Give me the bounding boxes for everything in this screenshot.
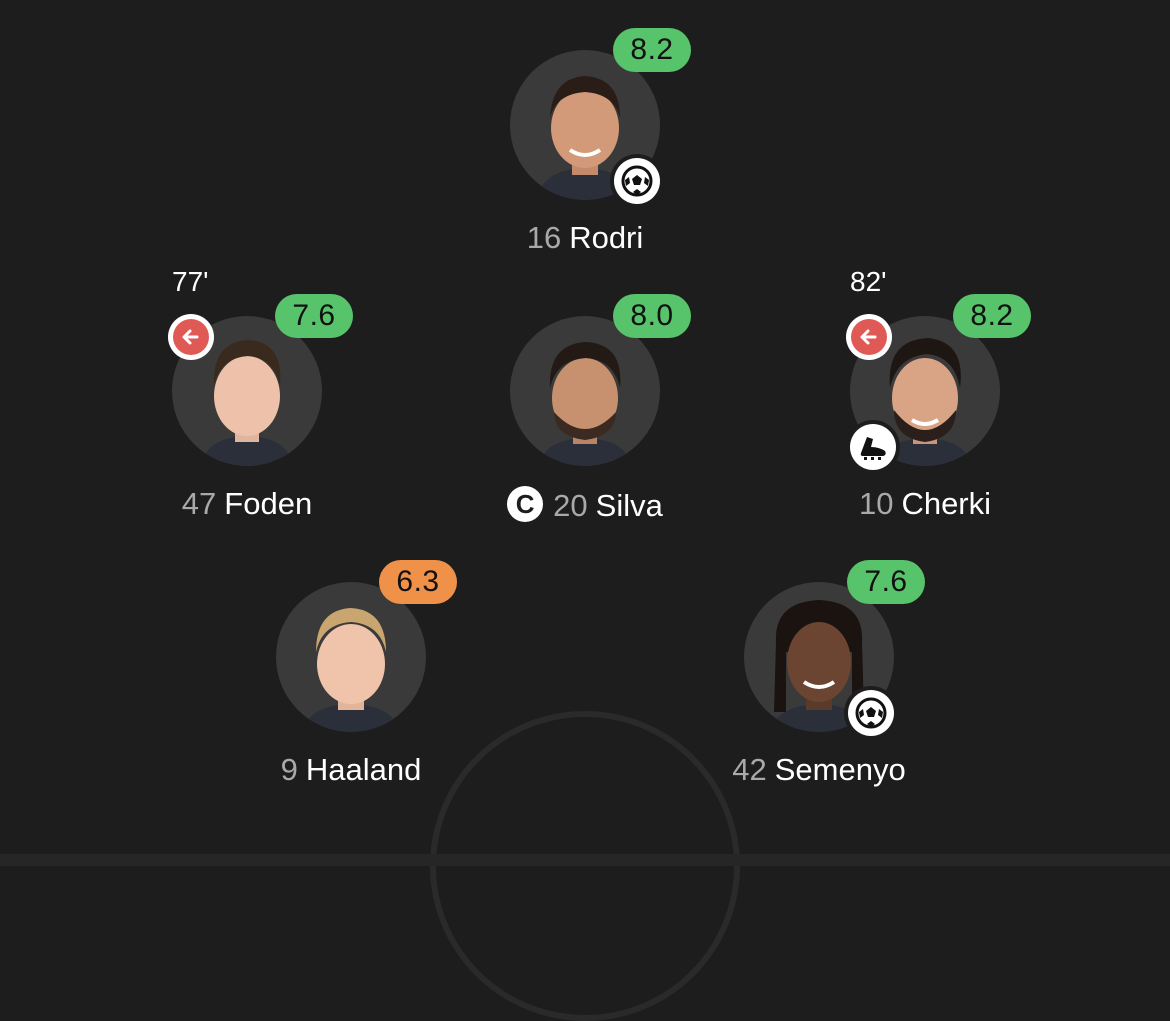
sub-out-icon [846,314,892,360]
player-name: Haaland [305,752,422,787]
player-name: Foden [224,486,313,521]
rating-badge: 8.2 [613,28,691,72]
shirt-number: 20 [553,488,588,523]
goal-icon [614,158,660,204]
sub-minute: 77' [172,266,209,297]
rating-badge: 6.3 [379,560,457,604]
rating-badge: 7.6 [275,294,353,338]
player-name: Rodri [569,220,644,255]
rating-badge: 8.0 [613,294,691,338]
player-photo [172,316,322,466]
rating-badge: 8.2 [953,294,1031,338]
shirt-number: 9 [280,752,298,787]
player-photo [510,50,660,200]
assist-boot-icon [850,424,896,470]
player-photo [510,316,660,466]
player-name: Cherki [901,486,992,521]
shirt-number: 47 [181,486,217,521]
halfway-line [0,854,1170,866]
sub-minute: 82' [850,266,887,297]
player-name: Semenyo [774,752,906,787]
goal-icon [848,690,894,736]
shirt-number: 42 [732,752,767,787]
shirt-number: 10 [858,486,894,521]
sub-out-icon [168,314,214,360]
shirt-number: 16 [526,220,562,255]
player-name: Silva [595,488,663,523]
rating-badge: 7.6 [847,560,925,604]
captain-icon: C [507,486,544,522]
player-photo [850,316,1000,466]
player-photo [276,582,426,732]
